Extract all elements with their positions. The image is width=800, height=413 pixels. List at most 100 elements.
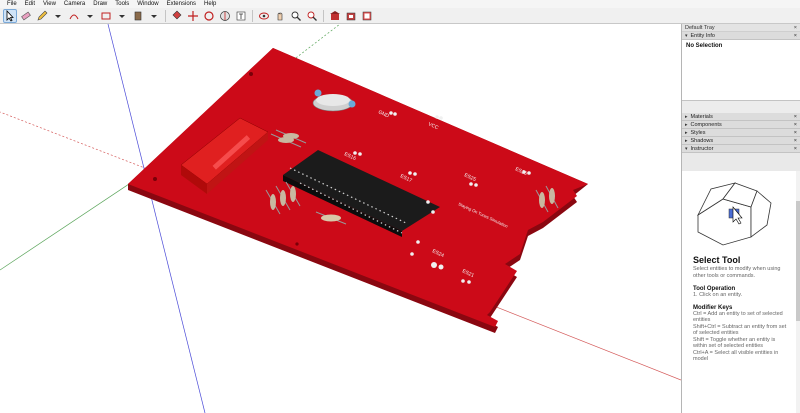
panel-label: Materials	[690, 113, 713, 120]
panel-entity-info[interactable]: ▾Entity Info ×	[682, 32, 800, 40]
default-tray: Default Tray × ▾Entity Info × No Selecti…	[681, 24, 800, 413]
zoom-extents-icon[interactable]	[305, 9, 319, 23]
close-icon[interactable]: ×	[793, 145, 797, 152]
pencil-icon[interactable]	[35, 9, 49, 23]
instructor-title: Select Tool	[693, 255, 741, 265]
panel-materials[interactable]: ▸Materials ×	[682, 113, 800, 121]
label-es17: ES17	[399, 173, 413, 184]
panel-shadows[interactable]: ▸Shadows ×	[682, 137, 800, 145]
line-dropdown-icon[interactable]	[51, 9, 65, 23]
arc-icon[interactable]	[67, 9, 81, 23]
label-es24: ES24	[431, 248, 445, 259]
no-selection-text: No Selection	[686, 43, 723, 49]
mount-hole	[295, 242, 299, 246]
menu-help[interactable]: Help	[204, 1, 217, 7]
toolbar-separator	[165, 9, 166, 22]
shape-dropdown-icon[interactable]	[115, 9, 129, 23]
select-tool-illustration	[696, 182, 772, 246]
close-icon[interactable]: ×	[793, 121, 797, 128]
eraser-icon[interactable]	[19, 9, 33, 23]
label-es16: ES16	[343, 151, 357, 162]
orbit-icon[interactable]	[257, 9, 271, 23]
expand-right-icon: ▸	[685, 129, 688, 136]
pcb-board[interactable]: GND VCC ES16 ES17 ES25 ES26 ES24 ES21 St…	[128, 48, 588, 333]
modifier-line: Ctrl = Add an entity to set of selected …	[693, 310, 783, 324]
panel-styles[interactable]: ▸Styles ×	[682, 129, 800, 137]
dip-switch[interactable]	[180, 117, 269, 194]
toolbar-separator	[252, 9, 253, 22]
instructor-scrollbar[interactable]	[796, 171, 800, 413]
expand-right-icon: ▸	[685, 113, 688, 120]
warehouse-icon[interactable]	[328, 9, 342, 23]
arc-dropdown-icon[interactable]	[83, 9, 97, 23]
panel-label: Components	[690, 121, 722, 128]
expand-right-icon: ▸	[685, 121, 688, 128]
menu-draw[interactable]: Draw	[93, 1, 108, 7]
menu-window[interactable]: Window	[137, 1, 159, 7]
extension-warehouse-icon[interactable]	[344, 9, 358, 23]
entity-info-body: No Selection	[682, 40, 800, 101]
move-icon[interactable]	[186, 9, 200, 23]
layout-icon[interactable]	[360, 9, 374, 23]
pushpull-icon[interactable]	[131, 9, 145, 23]
close-icon[interactable]: ×	[793, 32, 797, 39]
crystal-oscillator[interactable]	[312, 89, 356, 112]
zoom-icon[interactable]	[289, 9, 303, 23]
expand-down-icon: ▾	[685, 32, 688, 39]
label-es25: ES25	[463, 172, 477, 183]
pan-icon[interactable]	[273, 9, 287, 23]
pushpull-dropdown-icon[interactable]	[147, 9, 161, 23]
menu-view[interactable]: View	[43, 1, 56, 7]
tool-operation-heading: Tool Operation	[693, 286, 736, 292]
tool-operation-step: 1. Click on an entity.	[693, 292, 743, 298]
scrollbar-thumb[interactable]	[796, 201, 800, 321]
tray-title: Default Tray ×	[682, 24, 800, 32]
tape-measure-icon[interactable]	[218, 9, 232, 23]
instructor-body: Select Tool Select entities to modify wh…	[682, 171, 800, 413]
menu-tools[interactable]: Tools	[115, 1, 130, 7]
text-icon[interactable]	[234, 9, 248, 23]
label-es21: ES21	[461, 268, 475, 279]
modifier-line: Shift+Ctrl = Subtract an entity from set…	[693, 323, 787, 337]
blue-axis	[107, 24, 206, 413]
menu-bar: File Edit View Camera Draw Tools Window …	[0, 0, 800, 8]
red-axis-dashed	[0, 111, 151, 171]
rotate-icon[interactable]	[202, 9, 216, 23]
modifier-keys-heading: Modifier Keys	[693, 304, 733, 311]
close-icon[interactable]: ×	[793, 25, 797, 31]
solder-pads	[353, 111, 531, 284]
close-icon[interactable]: ×	[793, 113, 797, 120]
panel-label: Styles	[690, 129, 706, 136]
tray-gap	[682, 101, 800, 113]
mount-hole	[153, 177, 157, 181]
menu-file[interactable]: File	[7, 1, 17, 7]
resistor-array[interactable]	[265, 129, 559, 225]
panel-components[interactable]: ▸Components ×	[682, 121, 800, 129]
close-icon[interactable]: ×	[793, 137, 797, 144]
panel-instructor[interactable]: ▾Instructor ×	[682, 145, 800, 153]
modifier-line: Shift = Toggle whether an entity is with…	[693, 336, 776, 350]
paint-bucket-icon[interactable]	[170, 9, 184, 23]
menu-extensions[interactable]: Extensions	[166, 1, 196, 7]
model-viewport[interactable]: GND VCC ES16 ES17 ES25 ES26 ES24 ES21 St…	[0, 24, 681, 413]
label-es26: ES26	[514, 166, 528, 177]
viewport-canvas: GND VCC ES16 ES17 ES25 ES26 ES24 ES21 St…	[0, 24, 681, 413]
tray-title-text: Default Tray	[685, 25, 715, 31]
ic-chip[interactable]	[283, 150, 440, 237]
shape-icon[interactable]	[99, 9, 113, 23]
modifier-line: Ctrl+A = Select all visible entities in …	[693, 349, 779, 363]
entity-info-label: Entity Info	[690, 32, 715, 39]
instructor-description: Select entities to modify when using oth…	[693, 266, 781, 279]
expand-down-icon: ▾	[685, 145, 688, 152]
close-icon[interactable]: ×	[793, 129, 797, 136]
select-icon[interactable]	[3, 8, 17, 23]
label-gnd: GND	[377, 109, 390, 119]
green-axis	[0, 169, 151, 271]
toolbar	[0, 8, 800, 24]
panel-label: Instructor	[690, 145, 714, 152]
menu-camera[interactable]: Camera	[63, 1, 86, 7]
label-vcc: VCC	[427, 121, 439, 131]
mount-hole	[249, 72, 253, 76]
menu-edit[interactable]: Edit	[24, 1, 36, 7]
expand-right-icon: ▸	[685, 137, 688, 144]
